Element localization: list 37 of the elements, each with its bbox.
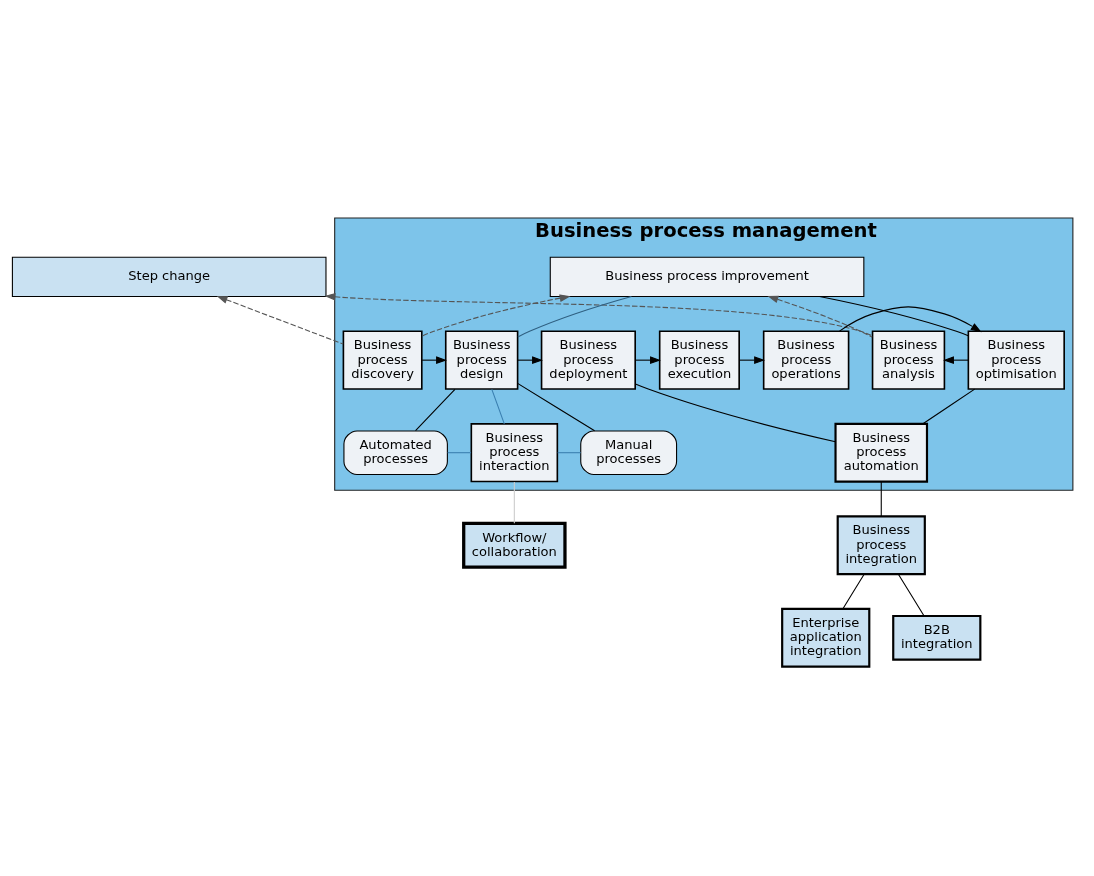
connector	[517, 382, 596, 432]
node-box: Business process analysis	[871, 330, 946, 390]
arrow	[738, 356, 766, 364]
node-box: Step change	[11, 256, 327, 297]
node-box: Automated processes	[343, 430, 448, 475]
node-box: Business process interaction	[470, 423, 559, 483]
connector	[491, 388, 505, 425]
node-box: Business process deployment	[540, 330, 636, 390]
node-box: Workflow/ collaboration	[462, 521, 567, 569]
node-box: Enterprise application integration	[781, 607, 871, 668]
arrow	[634, 356, 661, 364]
arrow	[216, 295, 344, 345]
node-box: Business process discovery	[342, 330, 423, 390]
connector	[842, 573, 865, 610]
connector	[819, 295, 969, 337]
connector	[557, 452, 582, 454]
connector	[447, 452, 472, 454]
arrow	[324, 293, 873, 337]
connector	[880, 481, 882, 517]
connector	[922, 388, 976, 425]
node-box: Business process integration	[836, 515, 926, 576]
connector	[898, 573, 925, 617]
node-box: Manual processes	[580, 430, 678, 475]
arrow	[421, 294, 571, 337]
connector	[513, 481, 515, 524]
connector	[415, 388, 456, 432]
connector	[517, 295, 632, 338]
connector	[634, 383, 836, 443]
node-box: Business process design	[444, 330, 519, 390]
node-box: Business process automation	[834, 422, 929, 483]
node-box: Business process improvement	[549, 256, 865, 297]
node-box: Business process operations	[762, 330, 850, 390]
node-box: B2B integration	[892, 614, 982, 661]
arrow	[838, 306, 982, 333]
arrow	[767, 295, 873, 338]
node-box: Business process execution	[658, 330, 740, 390]
node-box: Business process optimisation	[967, 330, 1065, 390]
